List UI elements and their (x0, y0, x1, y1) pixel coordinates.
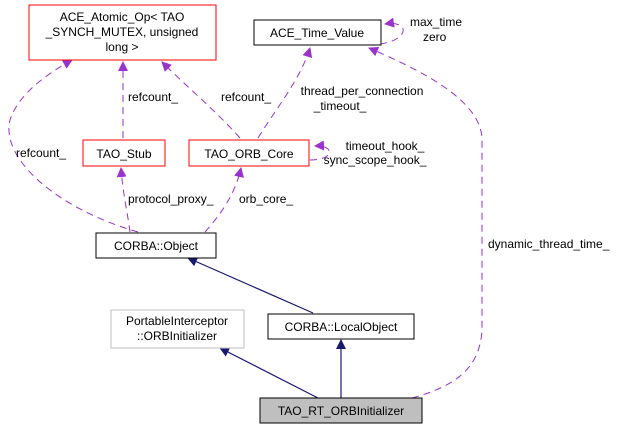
edge-label-refcount: refcount_ (16, 146, 66, 160)
edge-label-zero: zero (423, 30, 447, 44)
node-portable-interceptor-orbinitializer[interactable]: PortableInterceptor ::ORBInitializer (110, 309, 245, 349)
node-label-line: ::ORBInitializer (137, 329, 217, 343)
node-tao-stub[interactable]: TAO_Stub (82, 139, 166, 167)
edge-label-refcount: refcount_ (128, 90, 178, 104)
edge-label-timeout: _timeout_ (313, 99, 367, 113)
edge-core-thread-timeout (257, 47, 313, 139)
edge-initializer-dynamic-thread-time (368, 46, 483, 399)
node-corba-localobject[interactable]: CORBA::LocalObject (267, 313, 415, 340)
edge-label-sync-scope-hook: sync_scope_hook_ (324, 153, 427, 167)
node-corba-object[interactable]: CORBA::Object (95, 232, 217, 259)
edge-core-refcount (161, 61, 241, 139)
node-label: TAO_Stub (96, 147, 151, 161)
node-label-line: long > (105, 40, 138, 54)
edge-label-orb-core: orb_core_ (239, 192, 293, 206)
node-label-line: PortableInterceptor (126, 314, 228, 328)
node-label: CORBA::LocalObject (285, 320, 398, 334)
edge-label-refcount: refcount_ (221, 90, 271, 104)
node-label: CORBA::Object (114, 239, 199, 253)
edge-core-self (309, 140, 330, 161)
node-ace-time-value[interactable]: ACE_Time_Value (253, 19, 382, 46)
edge-initializer-inherits-portable (219, 347, 319, 399)
edge-localobject-inherits-object (187, 257, 314, 314)
node-label-line: ACE_Atomic_Op< TAO (60, 10, 185, 24)
node-label: TAO_ORB_Core (204, 147, 293, 161)
node-tao-orb-core[interactable]: TAO_ORB_Core (188, 139, 310, 167)
edge-label-max-time: max_time (410, 15, 462, 29)
edge-label-timeout-hook: timeout_hook_ (346, 139, 425, 153)
node-ace-atomic-op[interactable]: ACE_Atomic_Op< TAO _SYNCH_MUTEX, unsigne… (28, 4, 217, 61)
edge-label-dynamic-thread-time: dynamic_thread_time_ (488, 237, 610, 251)
edge-object-orb-core (204, 167, 244, 233)
node-label: ACE_Time_Value (270, 26, 364, 40)
edge-time-self (379, 17, 404, 45)
node-tao-rt-orbinitializer[interactable]: TAO_RT_ORBInitializer (259, 397, 423, 424)
edge-object-refcount (8, 59, 139, 233)
edge-label-thread-per-connection: thread_per_connection (301, 84, 424, 98)
node-label-line: _SYNCH_MUTEX, unsigned (45, 25, 199, 39)
edge-object-protocol-proxy (116, 167, 131, 233)
node-label: TAO_RT_ORBInitializer (278, 404, 404, 418)
edge-label-protocol-proxy: protocol_proxy_ (128, 192, 214, 206)
